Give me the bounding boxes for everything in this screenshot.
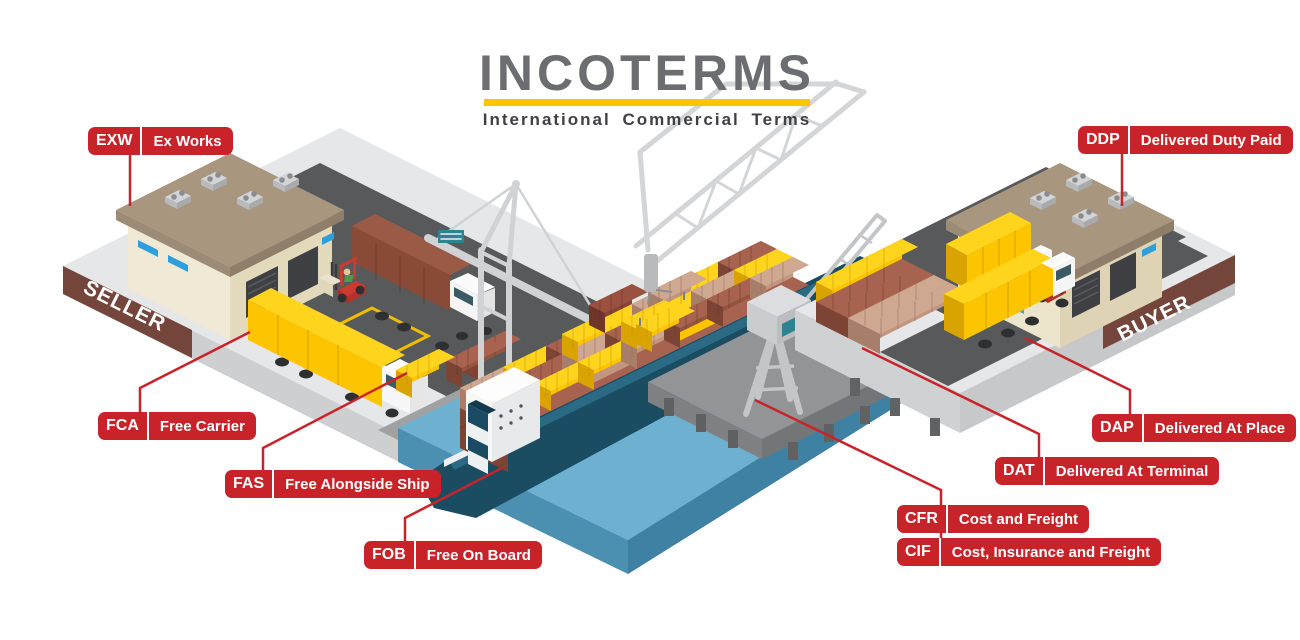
warehouse-seller	[116, 153, 344, 340]
term-label-cif: CIF Cost, Insurance and Freight	[897, 538, 1162, 566]
pilings	[664, 398, 870, 460]
term-divider	[945, 505, 948, 533]
term-divider	[1127, 126, 1130, 154]
term-code: DAP	[1100, 419, 1134, 436]
term-divider	[1042, 457, 1045, 485]
term-code: CIF	[905, 543, 931, 560]
term-label-dat: DAT Delivered At Terminal	[995, 457, 1220, 485]
term-name: Delivered At Place	[1154, 419, 1286, 437]
term-label-fca: FCA Free Carrier	[98, 412, 256, 440]
term-label-exw: EXW Ex Works	[88, 127, 233, 155]
term-divider	[413, 541, 416, 569]
window-slit	[168, 255, 188, 272]
term-name: Ex Works	[153, 132, 222, 150]
window-slit	[138, 240, 158, 257]
term-code: FCA	[106, 417, 139, 434]
roller-door	[288, 246, 318, 299]
term-code: DAT	[1003, 462, 1035, 479]
term-divider	[272, 470, 275, 498]
crane-spreader	[634, 254, 696, 353]
term-name: Delivered At Terminal	[1055, 462, 1209, 480]
term-name: Cost, Insurance and Freight	[951, 543, 1151, 561]
term-name: Free Alongside Ship	[285, 475, 430, 493]
seller-banner	[63, 266, 192, 358]
term-divider	[938, 538, 941, 566]
term-code: EXW	[96, 132, 133, 149]
title-underline	[484, 99, 810, 106]
dat-line	[861, 346, 1041, 460]
term-name: Delivered Duty Paid	[1140, 131, 1282, 149]
ship-bridge	[466, 367, 540, 474]
lattice-crane	[633, 79, 867, 265]
roller-door	[1110, 252, 1136, 301]
pilings	[850, 378, 940, 436]
term-divider	[146, 412, 149, 440]
term-label-ddp: DDP Delivered Duty Paid	[1078, 126, 1293, 154]
window-slit	[1142, 243, 1156, 257]
docked-truck	[352, 214, 495, 351]
term-code: DDP	[1086, 131, 1120, 148]
term-divider	[140, 127, 143, 155]
title-block: INCOTERMS International Commercial Terms	[367, 48, 927, 130]
term-label-fas: FAS Free Alongside Ship	[225, 470, 441, 498]
term-code: FOB	[372, 546, 406, 563]
dap-line	[1024, 336, 1132, 416]
dap-truck	[944, 249, 1075, 349]
window-slit	[322, 232, 334, 245]
term-label-fob: FOB Free On Board	[364, 541, 542, 569]
term-label-cfr: CFR Cost and Freight	[897, 505, 1090, 533]
ship-funnel	[468, 404, 488, 432]
page-title: INCOTERMS	[479, 45, 815, 101]
term-label-dap: DAP Delivered At Place	[1092, 414, 1297, 442]
page-subtitle: International Commercial Terms	[482, 110, 812, 129]
term-name: Cost and Freight	[958, 510, 1079, 528]
crane-trolley	[438, 230, 464, 243]
term-code: FAS	[233, 475, 265, 492]
term-name: Free Carrier	[159, 417, 245, 435]
term-code: CFR	[905, 510, 938, 527]
fas-line	[261, 371, 408, 472]
fob-line	[403, 466, 503, 543]
term-divider	[1141, 414, 1144, 442]
delivery-truck	[946, 212, 1052, 296]
buyer-banner	[1103, 255, 1235, 349]
fca-line	[138, 330, 251, 414]
term-name: Free On Board	[426, 546, 531, 564]
roller-door	[1072, 270, 1100, 318]
